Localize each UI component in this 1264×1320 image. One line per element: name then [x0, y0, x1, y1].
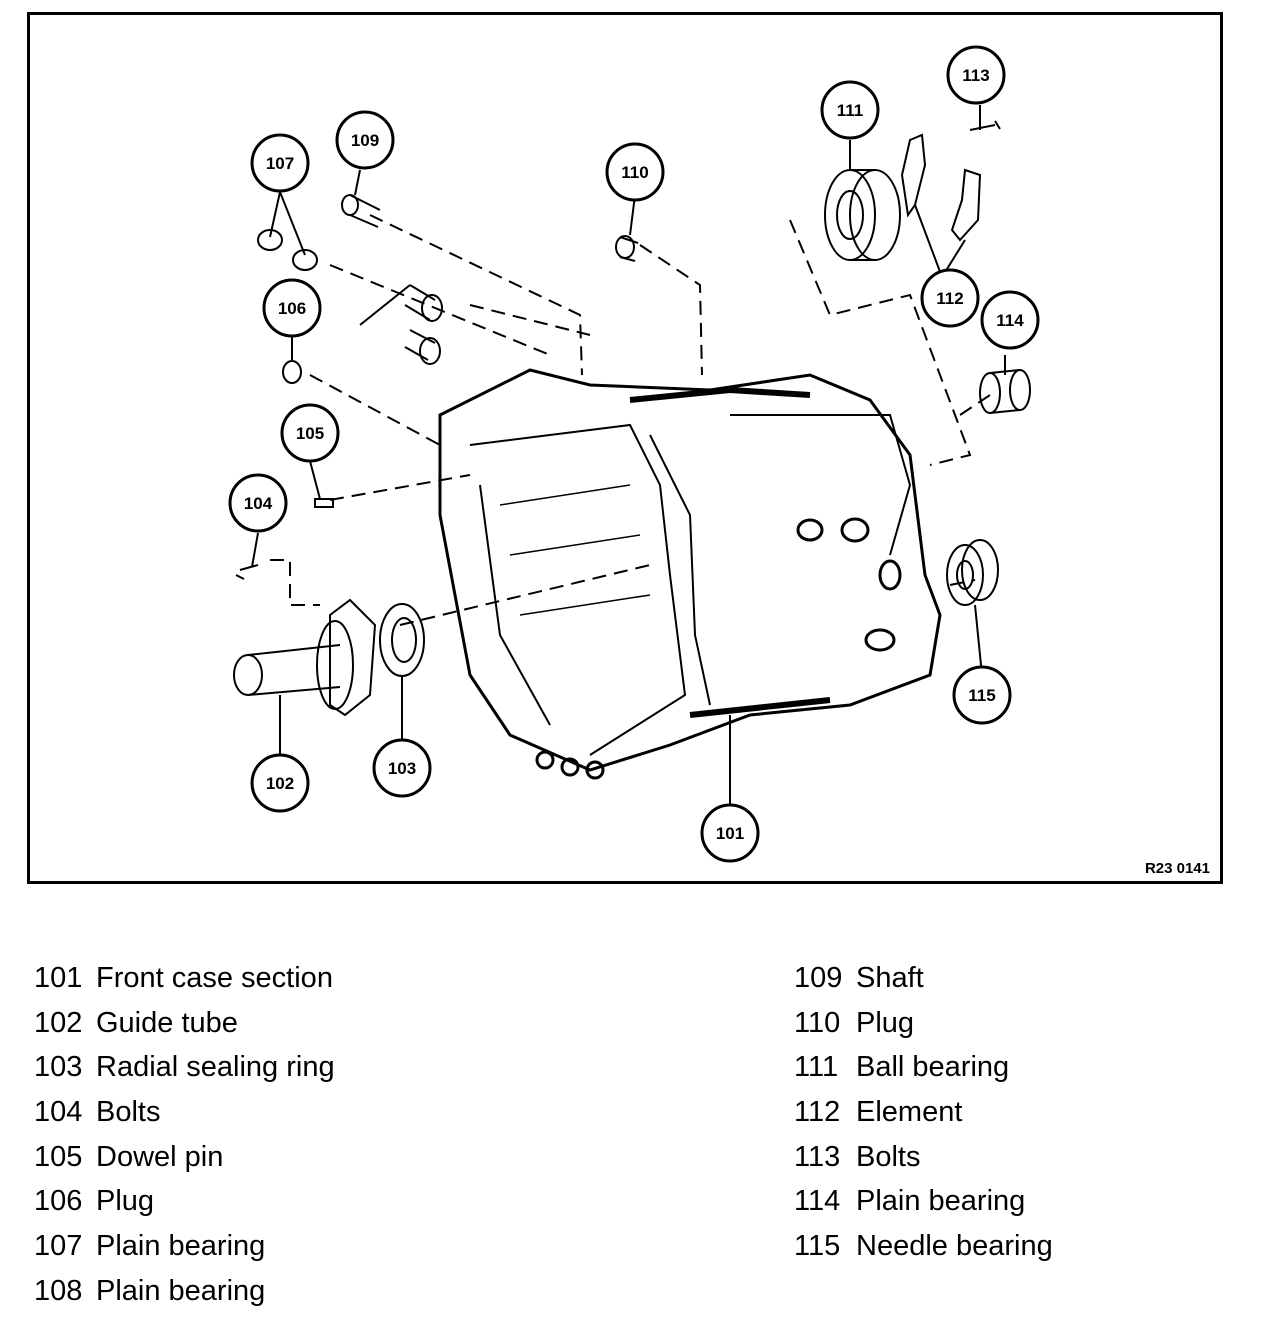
guide-tube	[233, 598, 377, 717]
radial-sealing-ring	[379, 603, 425, 677]
legend-item: 114 Plain bearing	[794, 1183, 1053, 1228]
plug-110	[615, 235, 639, 262]
plain-bearings-108	[404, 284, 443, 365]
legend-number: 115	[794, 1230, 841, 1263]
callout-114: 114	[980, 290, 1040, 350]
shaft	[341, 194, 381, 228]
legend-label: Shaft	[856, 962, 924, 994]
callout-105-text: 105	[296, 424, 324, 443]
legend-item: 105 Dowel pin	[34, 1139, 335, 1184]
legend-right-column: 109 Shaft 110 Plug 111 Ball bearing 112 Elem…	[794, 960, 1053, 1273]
figure-reference: R23 0141	[1144, 860, 1210, 877]
legend-label: Guide tube	[96, 1006, 238, 1039]
plain-bearing-114	[979, 369, 1031, 414]
legend-number: 110	[794, 1006, 841, 1039]
callout-112: 112	[920, 268, 980, 328]
legend-number: 112	[794, 1096, 841, 1129]
legend-label: Plain bearing	[856, 1185, 1026, 1218]
legend-item: 108 Plain bearing	[34, 1273, 335, 1318]
callout-106-text: 106	[278, 299, 306, 318]
legend-number: 109	[794, 962, 843, 994]
callout-103: 103	[372, 738, 432, 798]
callout-101: 101	[700, 803, 760, 863]
legend-left-column: 101 Front case section 102 Guide tube 103 R…	[34, 960, 335, 1318]
callout-107: 107	[250, 133, 310, 193]
callout-102: 102	[250, 753, 310, 813]
callout-106: 106	[262, 278, 322, 338]
callout-circles: 101 102 103 104 105 106	[228, 45, 1040, 863]
bolts-104	[235, 564, 259, 580]
exploded-view-diagram: 101 102 103 104 105 106	[228, 45, 1040, 863]
legend-item: 109 Shaft	[794, 960, 1053, 1005]
legend-item: 104 Bolts	[34, 1094, 335, 1139]
front-case-section	[438, 368, 942, 780]
callout-105: 105	[280, 403, 340, 463]
legend-item: 107 Plain bearing	[34, 1228, 335, 1273]
legend-label: Bolts	[96, 1096, 161, 1129]
element-112	[900, 133, 982, 242]
legend-number: 104	[34, 1096, 83, 1129]
callout-110: 110	[605, 142, 665, 202]
plain-bearings-107	[257, 229, 318, 271]
plug-106	[282, 360, 302, 384]
legend-item: 101 Front case section	[34, 960, 335, 1005]
callout-112-text: 112	[936, 289, 963, 308]
callout-109: 109	[335, 110, 395, 170]
legend-label: Plain bearing	[96, 1230, 266, 1263]
legend-label: Radial sealing ring	[96, 1051, 335, 1084]
callout-102-text: 102	[266, 774, 294, 793]
needle-bearing	[946, 539, 999, 606]
legend-label: Ball bearing	[856, 1051, 1010, 1084]
legend-item: 112 Element	[794, 1094, 1053, 1139]
legend-item: 103 Radial sealing ring	[34, 1049, 335, 1094]
legend-label: Needle bearing	[856, 1230, 1053, 1263]
legend-number: 108	[34, 1274, 83, 1307]
legend-number: 113	[794, 1140, 841, 1173]
legend-number: 106	[34, 1185, 83, 1218]
dowel-pin	[314, 498, 334, 508]
callout-110-text: 110	[621, 163, 648, 182]
legend-item: 106 Plug	[34, 1183, 335, 1228]
callout-109-text: 109	[351, 131, 379, 150]
callout-111: 111	[820, 80, 880, 140]
diagram-frame: 101 102 103 104 105 106	[27, 12, 1223, 884]
legend-item: 111 Ball bearing	[794, 1049, 1053, 1094]
callout-115: 115	[952, 665, 1012, 725]
callout-113-text: 113	[962, 66, 989, 85]
callout-104: 104	[228, 473, 288, 533]
legend-label: Plug	[856, 1006, 915, 1039]
legend-label: Plain bearing	[96, 1274, 266, 1307]
leader-lines	[270, 214, 991, 626]
legend-label: Front case section	[96, 962, 333, 994]
legend-label: Bolts	[856, 1140, 921, 1173]
legend-number: 114	[794, 1185, 841, 1218]
ball-bearing	[824, 169, 901, 261]
legend-label: Dowel pin	[96, 1140, 224, 1173]
callout-107-text: 107	[266, 154, 294, 173]
legend-number: 103	[34, 1051, 83, 1084]
legend-number: 102	[34, 1006, 83, 1039]
legend-item: 115 Needle bearing	[794, 1228, 1053, 1273]
callout-114-text: 114	[996, 311, 1024, 330]
bolts-113	[969, 120, 1001, 131]
callout-101-text: 101	[716, 824, 744, 843]
legend-item: 113 Bolts	[794, 1139, 1053, 1184]
legend-label: Element	[856, 1096, 963, 1129]
callout-113: 113	[946, 45, 1006, 105]
callout-115-text: 115	[968, 686, 995, 705]
legend-number: 101	[34, 962, 83, 994]
callout-104-text: 104	[244, 494, 273, 513]
legend-item: 110 Plug	[794, 1005, 1053, 1050]
callout-111-text: 111	[837, 101, 864, 120]
legend-number: 105	[34, 1140, 83, 1173]
legend-number: 107	[34, 1230, 83, 1263]
legend-number: 111	[794, 1051, 839, 1084]
legend-item: 102 Guide tube	[34, 1005, 335, 1050]
callout-103-text: 103	[388, 759, 416, 778]
legend-label: Plug	[96, 1185, 155, 1218]
